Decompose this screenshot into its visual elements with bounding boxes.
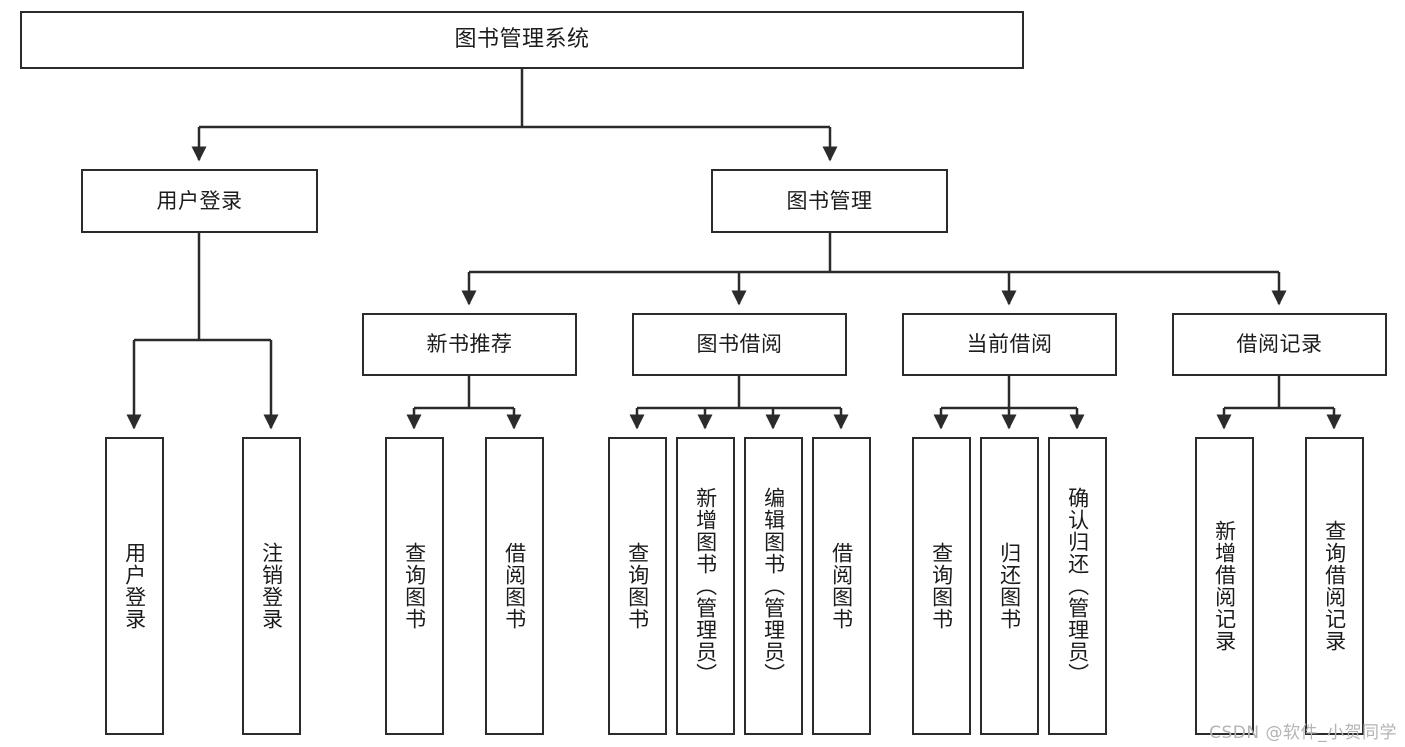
leaf-borrow-record-query-record[interactable]: 查询借阅记录	[1305, 437, 1364, 735]
node-label: 查询借阅记录	[1322, 520, 1347, 652]
node-label: 确认归还（管理员）	[1065, 487, 1090, 685]
leaf-book-borrow-add-book-admin[interactable]: 新增图书（管理员）	[676, 437, 735, 735]
node-label: 用户登录	[156, 188, 243, 213]
node-user-login[interactable]: 用户登录	[81, 169, 318, 233]
leaf-borrow-record-add-record[interactable]: 新增借阅记录	[1195, 437, 1254, 735]
node-label: 注销登录	[259, 542, 284, 630]
leaf-user-login-logout[interactable]: 注销登录	[242, 437, 301, 735]
leaf-current-borrow-return-book[interactable]: 归还图书	[980, 437, 1039, 735]
csdn-watermark: CSDN @软件_小贺同学	[1209, 723, 1397, 743]
node-label: 用户登录	[122, 542, 147, 630]
node-label: 图书管理	[786, 188, 873, 213]
node-label: 借阅记录	[1236, 332, 1323, 357]
leaf-user-login-login[interactable]: 用户登录	[105, 437, 164, 735]
leaf-current-borrow-query-book[interactable]: 查询图书	[912, 437, 971, 735]
node-label: 查询图书	[929, 542, 954, 630]
node-root-book-management-system[interactable]: 图书管理系统	[20, 11, 1024, 69]
node-label: 查询图书	[402, 542, 427, 630]
leaf-book-borrow-edit-book-admin[interactable]: 编辑图书（管理员）	[744, 437, 803, 735]
node-label: 借阅图书	[829, 542, 854, 630]
node-book-management[interactable]: 图书管理	[711, 169, 948, 233]
node-label: 图书借阅	[696, 332, 783, 357]
node-label: 当前借阅	[966, 332, 1053, 357]
node-borrow-record[interactable]: 借阅记录	[1172, 313, 1387, 376]
node-label: 新增借阅记录	[1212, 520, 1237, 652]
leaf-book-borrow-query-book[interactable]: 查询图书	[608, 437, 667, 735]
node-label: 借阅图书	[502, 542, 527, 630]
node-label: 查询图书	[625, 542, 650, 630]
leaf-new-book-borrow-book[interactable]: 借阅图书	[485, 437, 544, 735]
leaf-current-borrow-confirm-return-admin[interactable]: 确认归还（管理员）	[1048, 437, 1107, 735]
node-new-book-recommend[interactable]: 新书推荐	[362, 313, 577, 376]
node-label: 编辑图书（管理员）	[761, 487, 786, 685]
node-label: 新增图书（管理员）	[693, 487, 718, 685]
node-book-borrow[interactable]: 图书借阅	[632, 313, 847, 376]
node-label: 归还图书	[997, 542, 1022, 630]
node-label: 新书推荐	[426, 332, 513, 357]
leaf-new-book-query-book[interactable]: 查询图书	[385, 437, 444, 735]
leaf-book-borrow-borrow-book[interactable]: 借阅图书	[812, 437, 871, 735]
node-label: 图书管理系统	[454, 27, 590, 53]
node-current-borrow[interactable]: 当前借阅	[902, 313, 1117, 376]
